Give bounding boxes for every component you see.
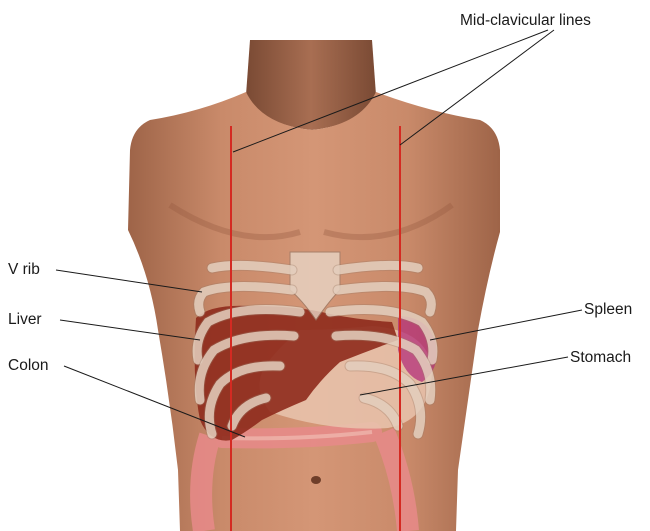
label-v-rib: V rib bbox=[8, 261, 40, 278]
label-liver: Liver bbox=[8, 311, 42, 328]
navel bbox=[311, 476, 321, 484]
label-colon: Colon bbox=[8, 357, 49, 374]
label-spleen: Spleen bbox=[584, 301, 632, 318]
label-stomach: Stomach bbox=[570, 349, 631, 366]
label-mid-clavicular-lines: Mid-clavicular lines bbox=[460, 12, 591, 29]
